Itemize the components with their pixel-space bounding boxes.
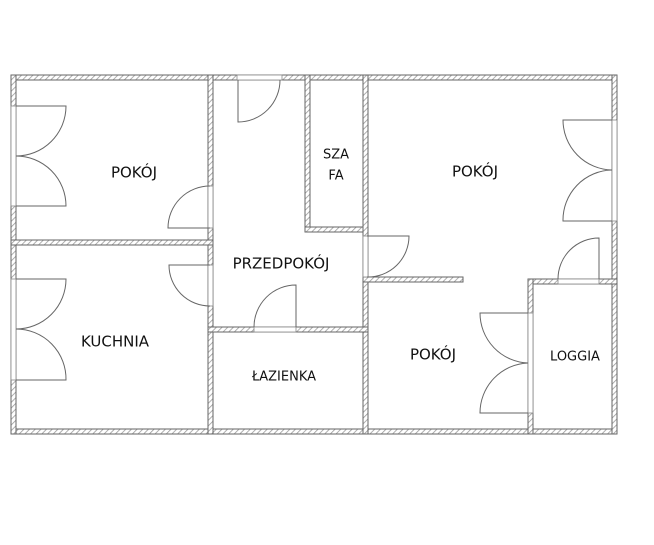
door-opening xyxy=(527,312,534,414)
double-door-icon xyxy=(15,105,67,207)
room-label-przedpokoj: PRZEDPOKÓJ xyxy=(233,254,330,273)
outer-wall-left xyxy=(10,74,17,435)
wall-left-rooms xyxy=(207,74,214,435)
wall-room-split xyxy=(362,276,464,283)
room-label-kuchnia: KUCHNIA xyxy=(81,333,150,351)
outer-wall-top xyxy=(10,74,618,81)
door-opening xyxy=(253,326,297,333)
double-door-icon xyxy=(562,119,613,222)
room-label-pokoj-bottom: POKÓJ xyxy=(410,345,456,364)
outer-wall-bottom xyxy=(10,428,618,435)
door-opening xyxy=(207,264,214,307)
door-icon xyxy=(237,79,281,123)
room-label-lazienka: ŁAZIENKA xyxy=(251,370,316,385)
wall-pokoj-kuchnia xyxy=(10,239,214,246)
room-label-szafa-1: SZA xyxy=(323,148,349,163)
wall-wardrobe-bottom xyxy=(304,226,369,233)
doors xyxy=(15,79,613,414)
door-icon xyxy=(167,185,211,229)
double-door-icon xyxy=(479,312,529,414)
door-opening xyxy=(611,119,618,222)
room-label-pokoj-top-right: POKÓJ xyxy=(452,162,498,181)
door-opening xyxy=(557,278,600,285)
door-opening xyxy=(236,74,283,81)
room-labels: POKÓJ SZA FA POKÓJ PRZEDPOKÓJ KUCHNIA ŁA… xyxy=(81,148,600,385)
door-opening xyxy=(10,278,17,381)
door-opening xyxy=(362,235,369,278)
double-door-icon xyxy=(15,278,67,381)
room-label-pokoj-top-left: POKÓJ xyxy=(111,163,157,182)
walls xyxy=(10,74,618,435)
wall-wardrobe-left xyxy=(304,74,311,232)
room-label-loggia: LOGGIA xyxy=(550,350,600,365)
room-label-szafa-2: FA xyxy=(328,169,343,184)
door-icon xyxy=(253,284,297,328)
door-opening xyxy=(10,105,17,207)
outer-wall-right xyxy=(611,74,618,435)
door-icon xyxy=(366,235,410,278)
door-icon xyxy=(168,264,211,307)
door-opening xyxy=(207,185,214,229)
door-icon xyxy=(557,237,600,280)
